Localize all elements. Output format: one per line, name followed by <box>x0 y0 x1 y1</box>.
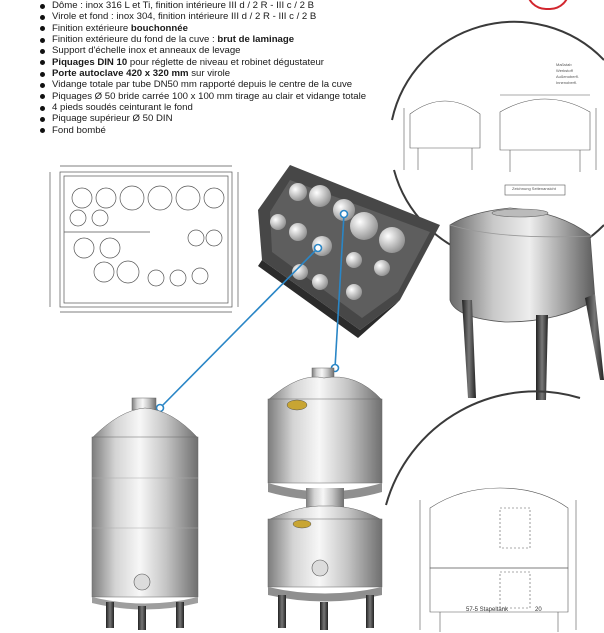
svg-text:Innenoberfl.: Innenoberfl. <box>556 80 577 85</box>
svg-text:Maßstab: Maßstab <box>556 62 572 67</box>
spec-item: Porte autoclave 420 x 320 mm sur virole <box>38 68 366 79</box>
spec-item: 4 pieds soudés ceinturant le fond <box>38 102 366 113</box>
tank-closeup <box>449 207 604 400</box>
spec-item: Dôme : inox 316 L et Ti, finition intéri… <box>38 0 366 11</box>
spec-item: Finition extérieure du fond de la cuve :… <box>38 34 366 45</box>
technical-drawing-bottom <box>385 440 604 633</box>
spec-item: Support d'échelle inox et anneaux de lev… <box>38 45 366 56</box>
tank-stacked <box>267 367 383 630</box>
floor-plan <box>49 165 239 313</box>
connector-lines <box>155 209 349 413</box>
spec-item: Finition extérieure bouchonnée <box>38 23 366 34</box>
drawing-caption: 57-5 Stapeltank <box>466 607 509 613</box>
spec-list: Dôme : inox 316 L et Ti, finition intéri… <box>38 0 366 136</box>
spec-item: Piquages DIN 10 pour réglette de niveau … <box>38 57 366 68</box>
svg-text:Zeichnung Seitenansicht: Zeichnung Seitenansicht <box>512 186 557 191</box>
spec-item: Piquage supérieur Ø 50 DIN <box>38 113 366 124</box>
spec-item: Fond bombé <box>38 125 366 136</box>
cellar-3d <box>258 165 440 338</box>
svg-text:Werkstoff: Werkstoff <box>556 68 574 73</box>
tank-single <box>91 397 199 630</box>
spec-item: Virole et fond : inox 304, finition inté… <box>38 11 366 22</box>
spec-item: Vidange totale par tube DN50 mm rapporté… <box>38 79 366 90</box>
spec-item: Piquages Ø 50 bride carrée 100 x 100 mm … <box>38 91 366 102</box>
drawing-page-number: 20 <box>535 607 542 613</box>
svg-text:Außenoberfl.: Außenoberfl. <box>556 74 579 79</box>
